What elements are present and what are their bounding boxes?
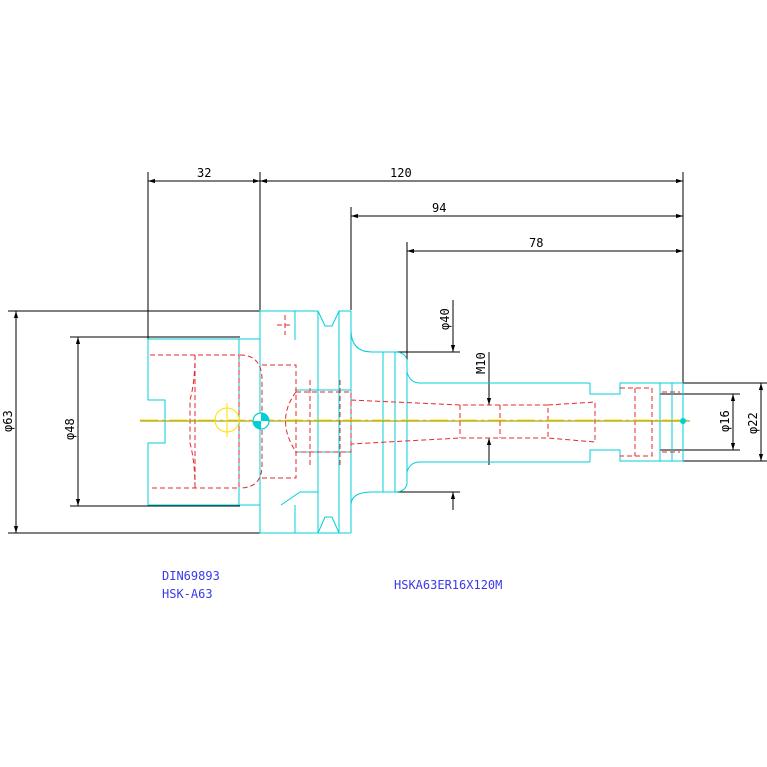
notes: DIN69893 HSK-A63 HSKA63ER16X120M: [162, 569, 502, 601]
dim-phi40: φ40: [438, 308, 452, 330]
tool-outline: [147, 310, 684, 534]
dim-78: 78: [529, 236, 543, 250]
dim-phi22: φ22: [746, 412, 760, 434]
interface-note: HSK-A63: [162, 587, 213, 601]
hidden-lines: [150, 315, 680, 489]
standard-note: DIN69893: [162, 569, 220, 583]
dim-phi48: φ48: [63, 418, 77, 440]
center-axis: [140, 403, 690, 437]
dim-94: 94: [432, 201, 446, 215]
dim-phi63: φ63: [1, 410, 15, 432]
part-number: HSKA63ER16X120M: [394, 578, 502, 592]
dim-32: 32: [197, 166, 211, 180]
dim-120: 120: [390, 166, 412, 180]
dim-m10: M10: [474, 352, 488, 374]
dimension-labels: 32 120 94 78 φ63 φ48 φ40 M10 φ22 φ16: [1, 166, 760, 440]
origin-marker: [252, 412, 686, 430]
dim-phi16: φ16: [718, 410, 732, 432]
dimension-lines: [8, 172, 767, 534]
